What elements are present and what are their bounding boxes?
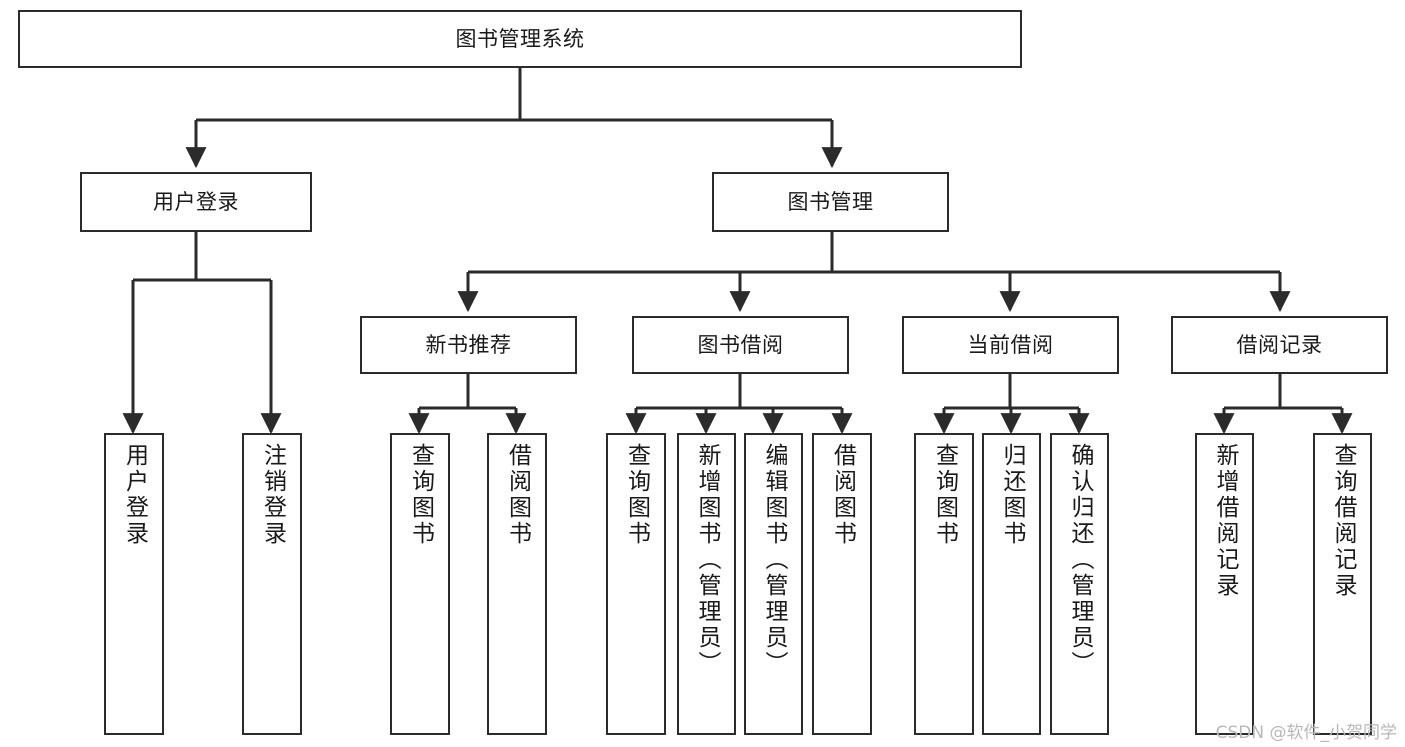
node-leaf-return-book[interactable]: 归还图书 xyxy=(982,433,1041,735)
node-leaf-borrow-book-2-label: 借阅图书 xyxy=(829,443,856,547)
node-leaf-query-book-3-label: 查询图书 xyxy=(931,443,958,547)
node-leaf-add-record-label: 新增借阅记录 xyxy=(1212,443,1238,599)
node-leaf-add-record[interactable]: 新增借阅记录 xyxy=(1195,433,1254,735)
node-user-login[interactable]: 用户登录 xyxy=(80,172,312,232)
node-leaf-confirm-return[interactable]: 确认归还（管理员） xyxy=(1050,433,1109,735)
node-borrow-record[interactable]: 借阅记录 xyxy=(1171,316,1388,374)
node-borrow-record-label: 借阅记录 xyxy=(1236,332,1323,357)
node-leaf-borrow-book-1[interactable]: 借阅图书 xyxy=(487,433,547,735)
node-root-label: 图书管理系统 xyxy=(455,26,585,51)
node-leaf-query-book-1[interactable]: 查询图书 xyxy=(390,433,450,735)
node-current-borrow[interactable]: 当前借阅 xyxy=(902,316,1119,374)
node-current-borrow-label: 当前借阅 xyxy=(967,332,1054,357)
watermark-text: CSDN @软件_小贺同学 xyxy=(1215,723,1397,743)
node-new-book-rec[interactable]: 新书推荐 xyxy=(360,316,577,374)
node-book-manage-label: 图书管理 xyxy=(787,189,874,214)
node-leaf-query-book-3[interactable]: 查询图书 xyxy=(914,433,974,735)
node-root[interactable]: 图书管理系统 xyxy=(18,10,1022,68)
node-leaf-logout[interactable]: 注销登录 xyxy=(242,433,302,735)
node-book-borrow-label: 图书借阅 xyxy=(697,332,784,357)
node-leaf-borrow-book-1-label: 借阅图书 xyxy=(504,443,531,547)
node-leaf-query-book-1-label: 查询图书 xyxy=(407,443,434,547)
node-leaf-borrow-book-2[interactable]: 借阅图书 xyxy=(812,433,872,735)
node-leaf-edit-book-label: 编辑图书（管理员） xyxy=(761,443,787,677)
node-leaf-query-record-label: 查询借阅记录 xyxy=(1330,443,1356,599)
node-leaf-confirm-return-label: 确认归还（管理员） xyxy=(1067,443,1093,677)
node-leaf-query-book-2[interactable]: 查询图书 xyxy=(606,433,666,735)
node-leaf-add-book-label: 新增图书（管理员） xyxy=(694,443,720,677)
node-book-borrow[interactable]: 图书借阅 xyxy=(632,316,849,374)
node-leaf-add-book[interactable]: 新增图书（管理员） xyxy=(677,433,736,735)
node-leaf-query-book-2-label: 查询图书 xyxy=(623,443,650,547)
node-leaf-return-book-label: 归还图书 xyxy=(999,443,1025,547)
node-leaf-user-login[interactable]: 用户登录 xyxy=(104,433,164,735)
node-leaf-query-record[interactable]: 查询借阅记录 xyxy=(1313,433,1372,735)
node-leaf-user-login-label: 用户登录 xyxy=(121,443,148,547)
node-new-book-rec-label: 新书推荐 xyxy=(425,332,512,357)
node-book-manage[interactable]: 图书管理 xyxy=(712,172,949,232)
node-leaf-edit-book[interactable]: 编辑图书（管理员） xyxy=(744,433,803,735)
node-leaf-logout-label: 注销登录 xyxy=(259,443,286,547)
node-user-login-label: 用户登录 xyxy=(153,189,239,214)
